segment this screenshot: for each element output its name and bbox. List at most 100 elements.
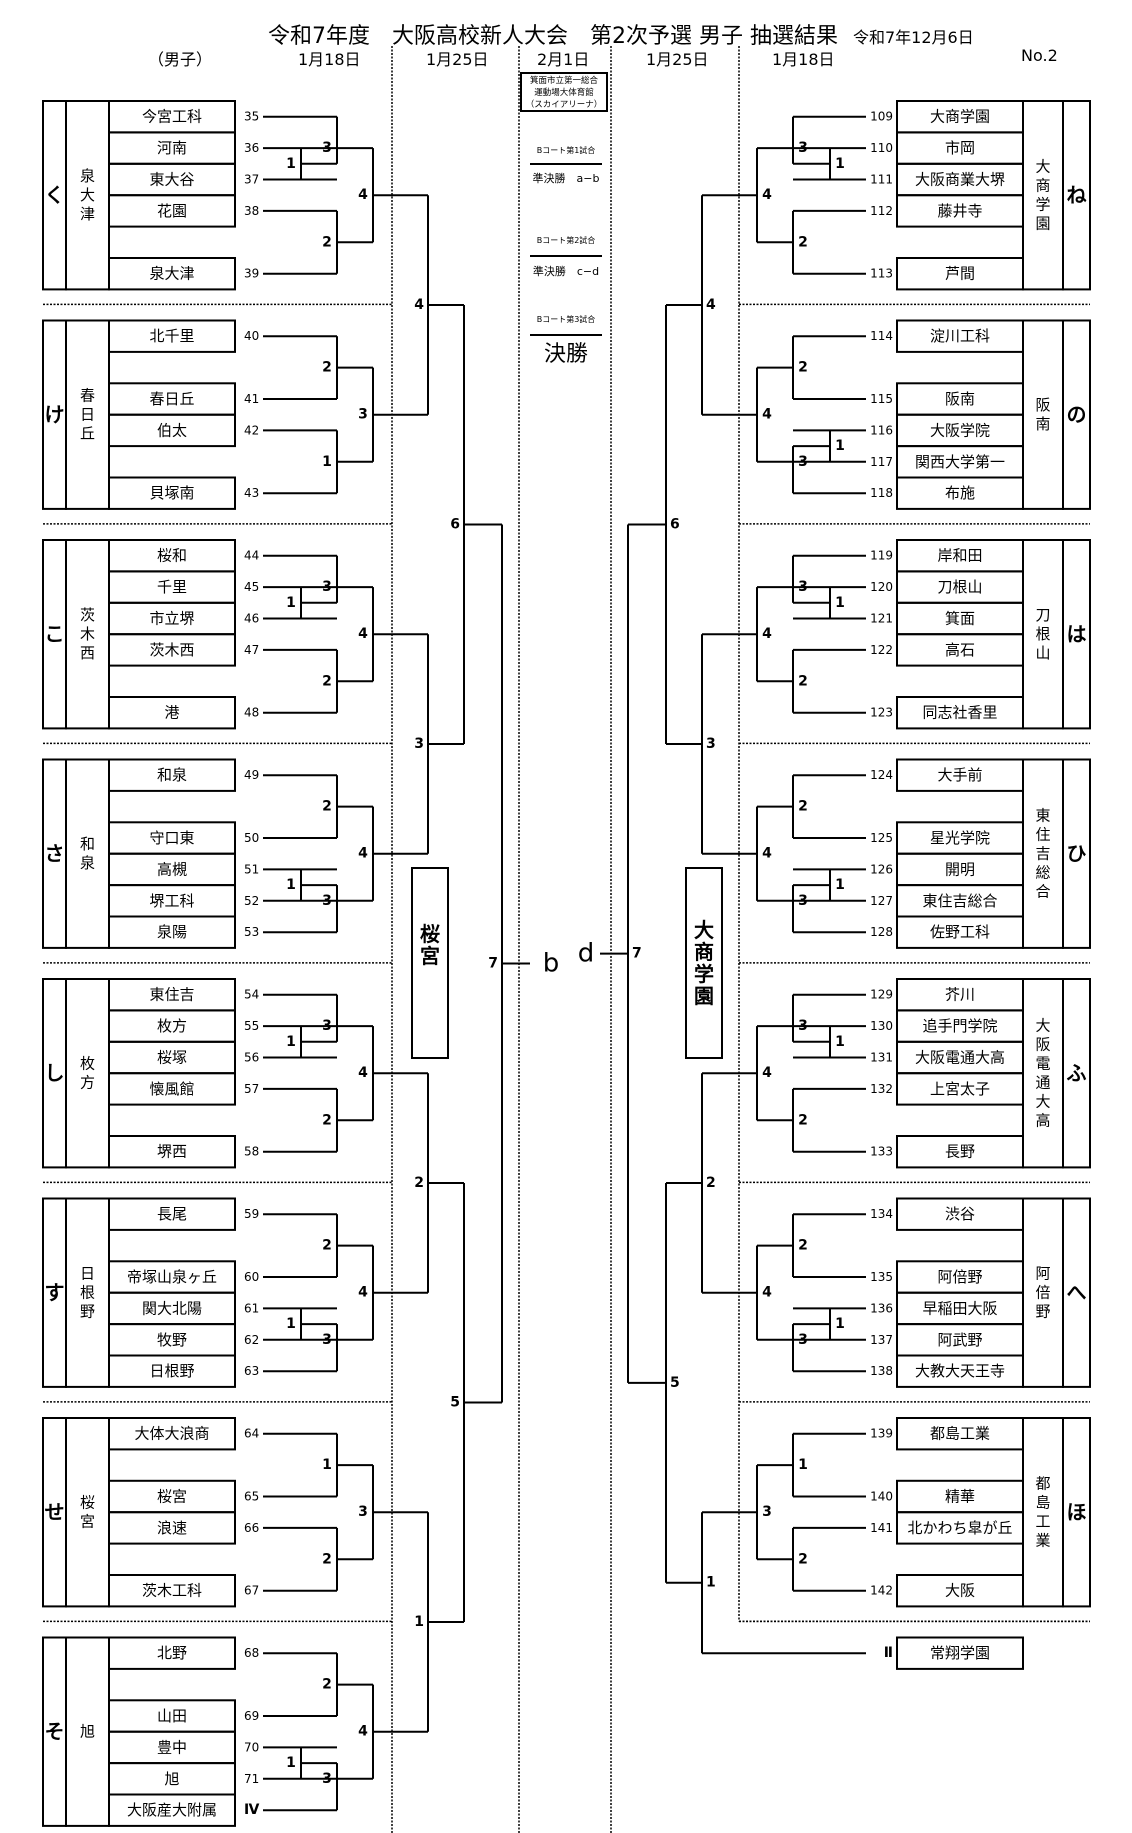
team-name: 追手門学院 (922, 1017, 997, 1035)
gender-label: （男子） (148, 50, 213, 69)
page-title: 令和7年度 大阪高校新人大会 第2次予選 男子 抽選結果 令和7年12月6日 (268, 18, 974, 50)
team-number: 121 (870, 612, 893, 626)
block-region-name: 日 (80, 1265, 95, 1283)
round-label: 4 (358, 1065, 368, 1081)
block-region-name: 木 (80, 625, 95, 643)
round-label: 2 (798, 360, 808, 376)
team-cell (108, 476, 236, 510)
team-number: 112 (870, 204, 893, 218)
block-letter: へ (1067, 1281, 1087, 1305)
block-region-name: 旭 (80, 1723, 95, 1741)
round-label: 6 (670, 516, 680, 532)
round-label: 1 (286, 877, 296, 893)
team-number: 60 (244, 1270, 259, 1284)
team-number: Ⅳ (244, 1802, 260, 1818)
team-number: 55 (244, 1019, 259, 1033)
round-label: 3 (322, 140, 332, 156)
round-label: 2 (322, 360, 332, 376)
team-number: 66 (244, 1521, 259, 1535)
venue-line-1: 箕面市立第一総合 (529, 76, 598, 86)
team-number: 139 (870, 1427, 893, 1441)
team-number: 54 (244, 988, 259, 1002)
team-cell (896, 1574, 1024, 1608)
team-number: 125 (870, 831, 893, 845)
block-region-name: 刀 (1035, 606, 1050, 624)
team-cell (108, 1636, 236, 1670)
team-number: 43 (244, 486, 259, 500)
team-number: 138 (870, 1364, 893, 1378)
team-name: 阪南 (945, 390, 975, 408)
team-name: 茨木工科 (142, 1582, 202, 1600)
round-label: 2 (798, 1112, 808, 1128)
team-number: 113 (870, 267, 893, 281)
block-region-name: 西 (80, 644, 95, 662)
team-number: 128 (870, 925, 893, 939)
round-label: 1 (286, 156, 296, 172)
block-region-name: 方 (80, 1074, 95, 1092)
team-name: 佐野工科 (930, 923, 990, 941)
team-name: 花園 (157, 202, 187, 220)
block-letter: ほ (1067, 1500, 1087, 1524)
venue-line-3: （スカイアリーナ） (525, 100, 603, 110)
block-letter: こ (45, 622, 65, 646)
team-cell (896, 1417, 1024, 1451)
round-label: 2 (414, 1175, 424, 1191)
team-number: 134 (870, 1207, 893, 1221)
block-region-name: 高 (1035, 1112, 1050, 1130)
team-number: 127 (870, 894, 893, 908)
round-label: 4 (762, 1285, 772, 1301)
round-label: 1 (414, 1614, 424, 1630)
team-cell (108, 257, 236, 291)
team-number: 141 (870, 1521, 893, 1535)
round-label: 4 (762, 187, 772, 203)
team-number: 67 (244, 1584, 259, 1598)
round-label: 4 (358, 1285, 368, 1301)
title-text: 令和7年度 大阪高校新人大会 第2次予選 男子 抽選結果 (268, 24, 838, 49)
team-name: 淀川工科 (930, 327, 990, 345)
round-label: 3 (798, 893, 808, 909)
block-region-name: 都 (1035, 1475, 1050, 1493)
round-label: 4 (414, 297, 424, 313)
round-label: 5 (450, 1394, 460, 1410)
team-name: 伯太 (157, 421, 187, 439)
team-name: 芥川 (945, 986, 975, 1004)
team-name: 市岡 (945, 139, 975, 157)
team-name: 帝塚山泉ヶ丘 (127, 1268, 217, 1286)
round-label: 2 (322, 1551, 332, 1567)
match2-court: Bコート第2試合 (536, 236, 596, 245)
team-number: 129 (870, 988, 893, 1002)
team-name: 大阪 (945, 1582, 975, 1600)
round-label: 3 (706, 736, 716, 752)
team-cell (108, 633, 236, 667)
team-number: 59 (244, 1207, 259, 1221)
block-region-name: 春 (80, 387, 95, 405)
round-label: 4 (358, 846, 368, 862)
team-number: 38 (244, 204, 259, 218)
team-name: 豊中 (157, 1738, 187, 1756)
round-label: 1 (706, 1575, 716, 1591)
team-name: 堺西 (157, 1143, 187, 1161)
block-region-name: 住 (1035, 826, 1050, 844)
block-region-name: 大 (1035, 158, 1050, 176)
team-name: 大教大天王寺 (915, 1362, 1005, 1380)
round-label: 1 (322, 1457, 332, 1473)
team-number: 124 (870, 768, 893, 782)
venue-box: 箕面市立第一総合 運動場大体育館 （スカイアリーナ） (520, 72, 608, 112)
team-number: 123 (870, 706, 893, 720)
slot-d-label: d (578, 939, 595, 969)
right-seed-box (685, 867, 723, 1059)
team-name: 高槻 (157, 860, 187, 878)
team-number: Ⅱ (884, 1645, 893, 1661)
round-label: 3 (322, 893, 332, 909)
block-region-name: 根 (80, 1284, 95, 1302)
team-number: 137 (870, 1333, 893, 1347)
team-number: 136 (870, 1301, 893, 1315)
round-label: 1 (322, 454, 332, 470)
block-letter: く (45, 183, 65, 207)
round-label: 2 (322, 1238, 332, 1254)
team-number: 50 (244, 831, 259, 845)
round-label: 1 (286, 1034, 296, 1050)
team-name: 大体大浪商 (134, 1425, 209, 1443)
team-cell (108, 1354, 236, 1388)
block-region-name: 大 (80, 186, 95, 204)
